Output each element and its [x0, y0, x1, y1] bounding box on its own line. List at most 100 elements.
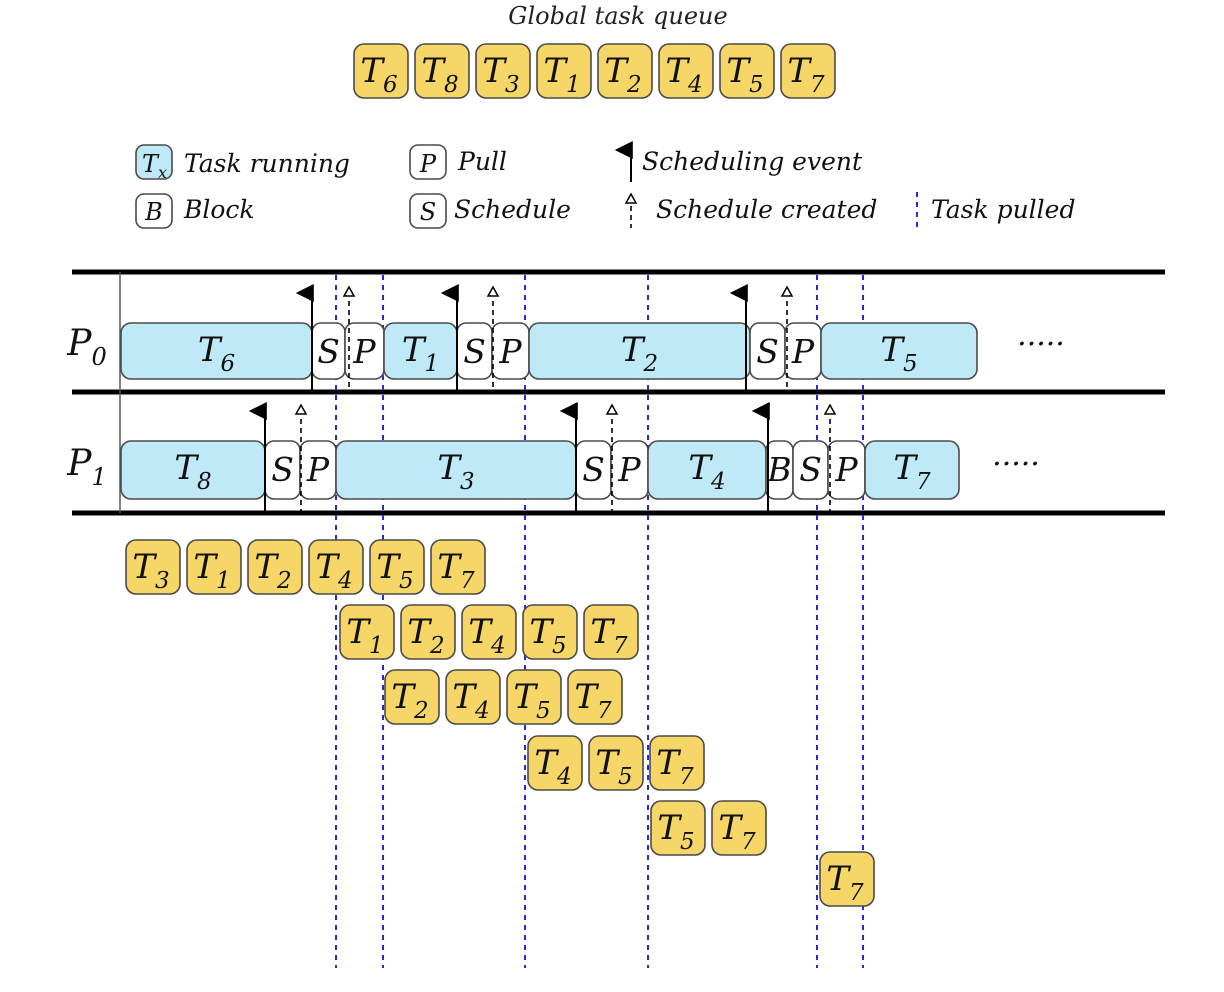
legend-task-running-swatch — [135, 144, 173, 180]
queue-task-box — [400, 604, 456, 660]
global-queue-item-5: T2 — [597, 43, 653, 99]
timeline-ellipsis: ..... — [992, 438, 1040, 473]
op-box-S: S — [749, 322, 786, 380]
queue-task-box — [650, 800, 706, 856]
queue-task-box — [711, 800, 767, 856]
running-task-T8: T8 — [120, 440, 266, 500]
queue-task-box — [247, 539, 303, 595]
queue-task-label: T1 — [346, 612, 383, 659]
diagram-title: Global task queue — [508, 2, 727, 30]
running-task-T2: T2 — [528, 322, 751, 380]
global-queue-item-3: T3 — [475, 43, 531, 99]
queue-task-label: T3 — [132, 547, 169, 594]
queue-task-label: T4 — [665, 51, 702, 98]
legend-task-pulled-label: Task pulled — [931, 195, 1075, 224]
queue-task-label: T1 — [543, 51, 580, 98]
op-box-S: S — [792, 440, 829, 500]
op-label: P — [498, 332, 522, 371]
queue-task-label: T7 — [437, 547, 475, 594]
queue-task-label: T3 — [482, 51, 519, 98]
queue-task-box — [461, 604, 517, 660]
snapshot-task-T1: T1 — [186, 539, 242, 595]
global-queue-item-8: T7 — [780, 43, 836, 99]
queue-task-label: T5 — [529, 612, 566, 659]
running-task-T3: T3 — [335, 440, 577, 500]
snapshot-task-T4: T4 — [461, 604, 517, 660]
task-label: T2 — [621, 330, 658, 377]
legend-schedule-created-icon — [624, 192, 638, 228]
running-task-T7: T7 — [864, 440, 960, 500]
op-box-P: P — [610, 440, 649, 500]
queue-task-label: T4 — [452, 677, 489, 724]
op-box-P: P — [491, 322, 530, 380]
queue-task-box — [339, 604, 395, 660]
queue-task-box — [567, 669, 623, 725]
running-task-T5: T5 — [820, 322, 978, 380]
legend-block-symbol: B — [144, 198, 163, 226]
op-box-S: S — [264, 440, 301, 500]
snapshot-task-T4: T4 — [308, 539, 364, 595]
queue-task-label: T5 — [657, 808, 694, 855]
task-label: T5 — [880, 330, 917, 377]
snapshot-task-T7: T7 — [711, 800, 767, 856]
timeline-ellipsis: ..... — [1017, 318, 1065, 353]
queue-task-label: T7 — [826, 859, 864, 906]
global-queue-item-6: T4 — [658, 43, 714, 99]
queue-task-box — [819, 851, 875, 907]
snapshot-task-T2: T2 — [247, 539, 303, 595]
running-task-T4: T4 — [647, 440, 767, 500]
processor-label: P0 — [66, 323, 107, 371]
timeline-frame — [72, 269, 1165, 516]
queue-task-box — [658, 43, 714, 99]
queue-task-label: T5 — [376, 547, 413, 594]
legend-pull-label: Pull — [457, 147, 507, 176]
queue-task-label: T5 — [513, 677, 550, 724]
queue-task-label: T2 — [391, 677, 428, 724]
snapshot-task-T7: T7 — [649, 735, 705, 791]
queue-task-label: T7 — [590, 612, 628, 659]
snapshot-task-T7: T7 — [819, 851, 875, 907]
task-label: T4 — [688, 448, 725, 495]
snapshot-task-T2: T2 — [384, 669, 440, 725]
queue-snapshot-2: T1 T2 T4 T5 T7 — [339, 604, 639, 660]
snapshot-task-T7: T7 — [567, 669, 623, 725]
op-box-S: S — [456, 322, 493, 380]
op-label: P — [617, 450, 641, 489]
legend-task-running-label: Task running — [184, 149, 350, 178]
op-label: S — [756, 332, 779, 371]
queue-task-label: T2 — [407, 612, 444, 659]
queue-task-label: T6 — [360, 51, 397, 98]
schedule-created-icon — [486, 285, 500, 391]
queue-snapshot-3: T2 T4 T5 T7 — [384, 669, 623, 725]
queue-task-label: T7 — [574, 677, 612, 724]
queue-task-box — [369, 539, 425, 595]
op-label: S — [317, 332, 340, 371]
legend-schedule-swatch — [409, 193, 447, 229]
queue-task-box — [125, 539, 181, 595]
op-box-P: P — [827, 440, 866, 500]
legend-schedule-symbol: S — [420, 198, 436, 226]
legend-task-running-symbol: Tx — [142, 150, 167, 182]
task-label: T8 — [174, 448, 211, 495]
schedule-created-icon — [823, 403, 837, 511]
queue-task-box — [536, 43, 592, 99]
queue-task-label: T2 — [604, 51, 641, 98]
snapshot-task-T5: T5 — [650, 800, 706, 856]
op-label: P — [306, 450, 330, 489]
global-queue-item-4: T1 — [536, 43, 592, 99]
queue-task-label: T7 — [718, 808, 756, 855]
op-box-B: B — [765, 440, 794, 500]
running-task-T6: T6 — [120, 322, 313, 380]
queue-task-box — [588, 735, 644, 791]
legend-block-label: Block — [183, 195, 255, 224]
queue-task-box — [649, 735, 705, 791]
queue-task-label: T7 — [787, 51, 825, 98]
task-box — [864, 440, 960, 500]
snapshot-task-T5: T5 — [522, 604, 578, 660]
